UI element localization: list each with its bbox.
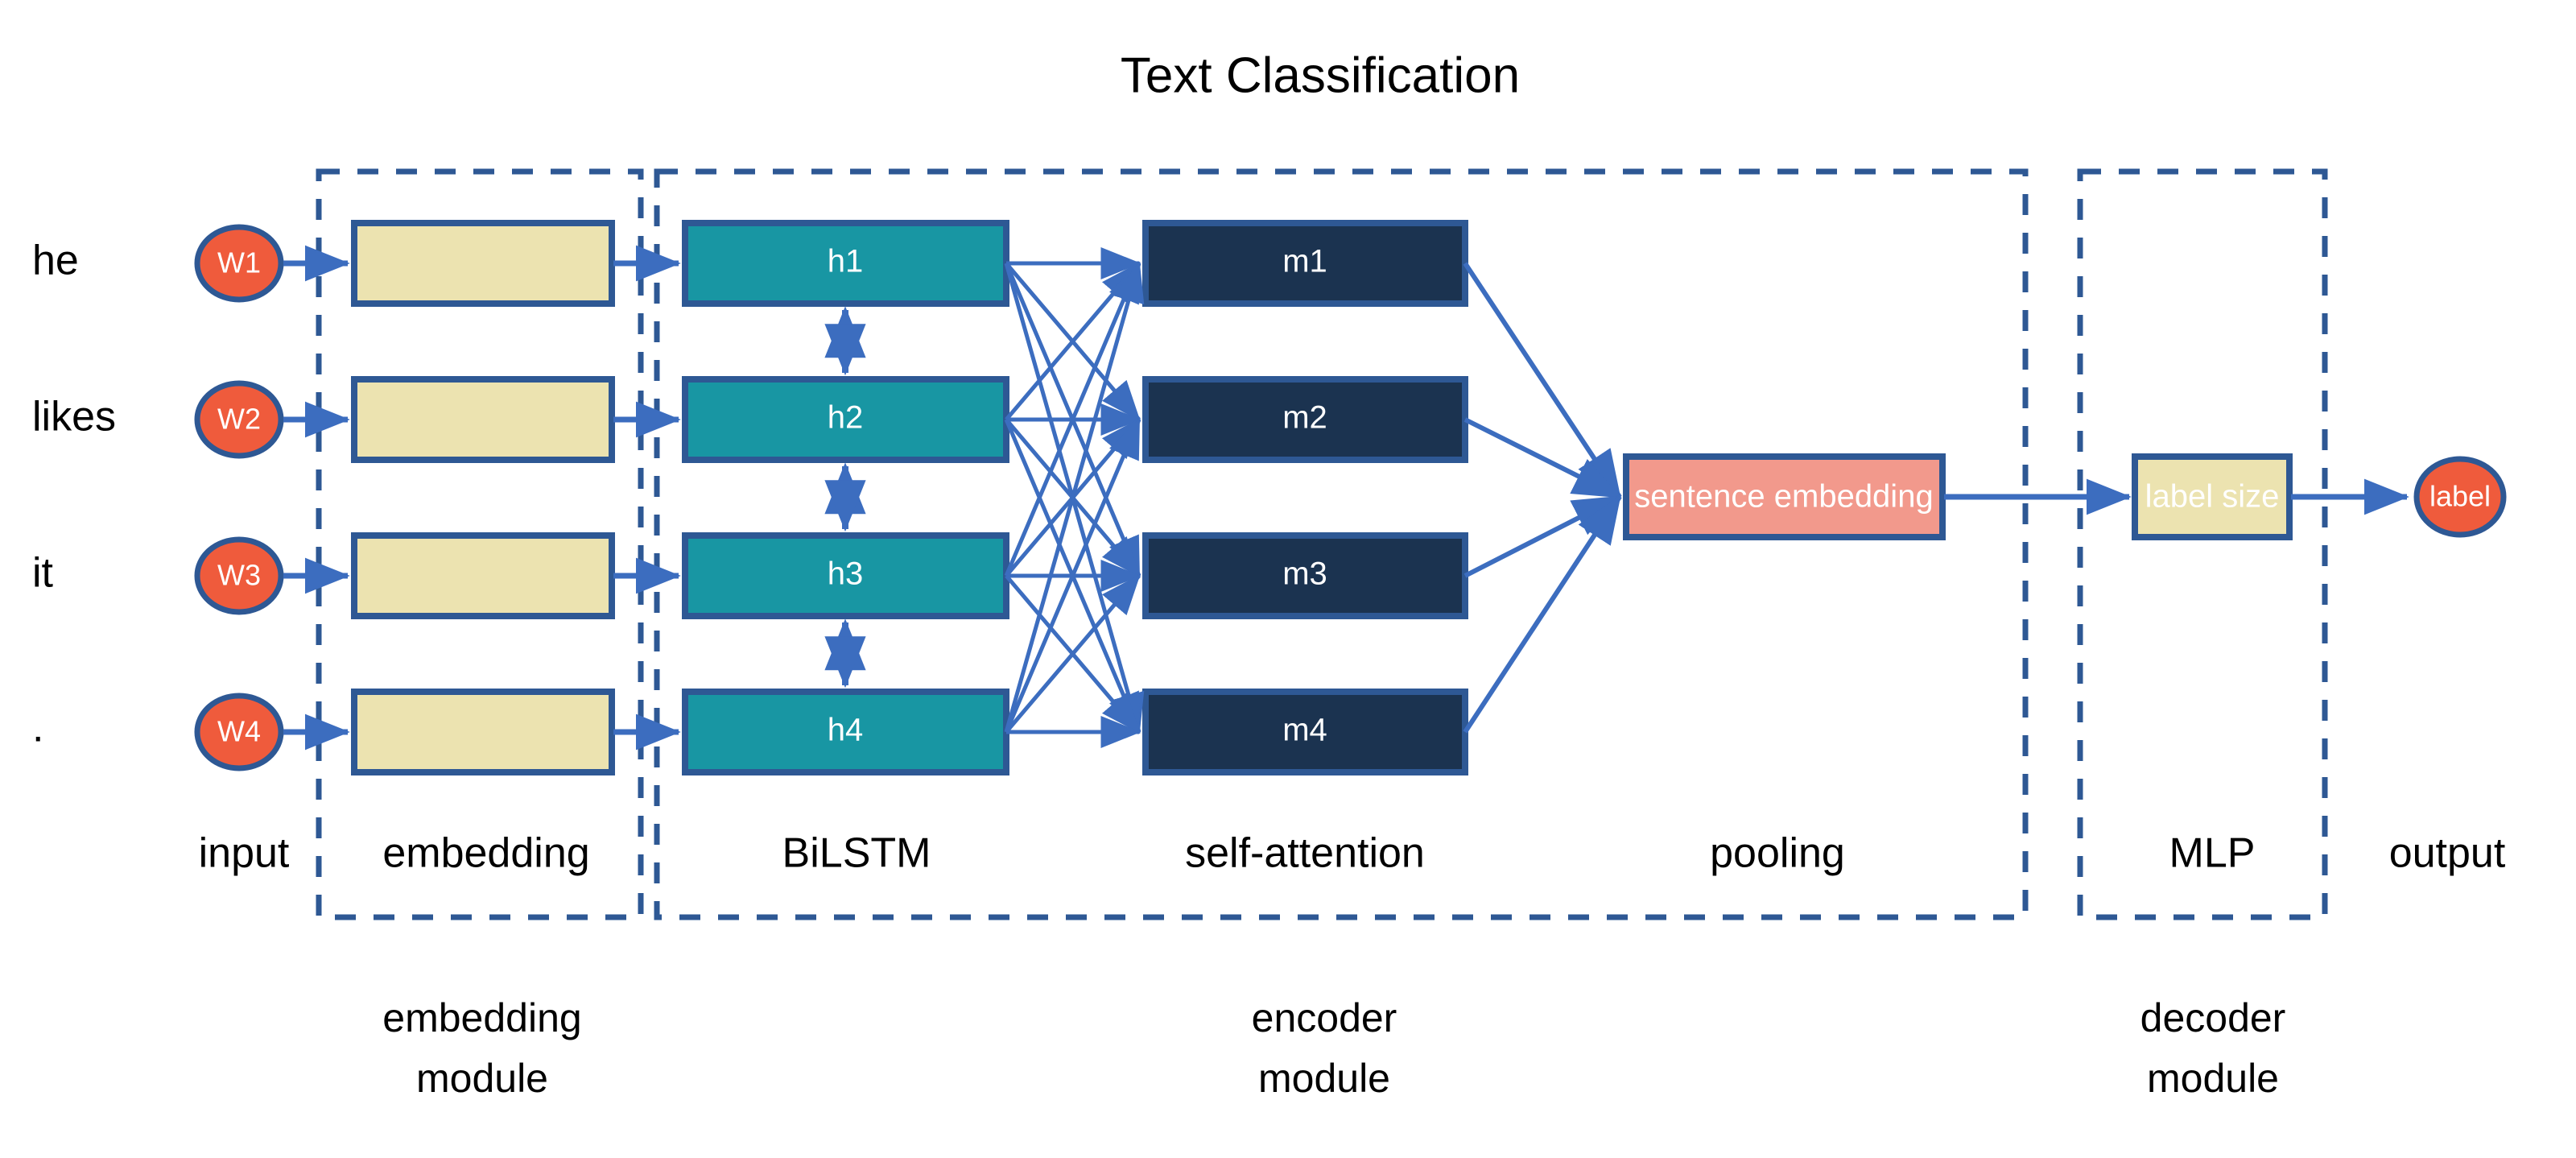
bilstm-box-label-3: h3 (828, 556, 864, 592)
bilstm-box-label-2: h2 (828, 400, 864, 436)
input-token-node-2[interactable] (194, 380, 284, 459)
page-title: Text Classification (1121, 48, 1520, 103)
embedding-box-4[interactable] (351, 689, 615, 775)
input-token-label-3: W3 (217, 559, 261, 592)
attention-box-label-3: m3 (1282, 556, 1327, 592)
stage-label-self-attention: self-attention (1185, 830, 1425, 877)
input-word-4: . (32, 705, 43, 751)
row-4: . W4 h4 m4 (32, 689, 1468, 775)
attn-edge-h4-m3 (1005, 574, 1141, 734)
self-attention-edges (1004, 247, 1145, 748)
row-1: he W1 h1 m1 (32, 220, 1468, 307)
attn-edge-h3-m1 (1004, 261, 1141, 577)
bilstm-box-h3[interactable] (682, 532, 1009, 619)
sentence-embedding-box[interactable] (1623, 453, 1946, 540)
embedding-box-1[interactable] (351, 220, 615, 307)
output-label-text: label (2429, 480, 2491, 513)
output-label-node[interactable] (2413, 456, 2507, 538)
input-token-label-2: W2 (217, 403, 261, 436)
input-word-1: he (32, 238, 79, 284)
attention-box-label-4: m4 (1282, 713, 1327, 748)
stage-label-output: output (2389, 830, 2506, 877)
stage-label-input: input (199, 830, 290, 877)
pool-edge-m4 (1463, 494, 1622, 734)
module-caption-embedding-line1: embedding (382, 995, 581, 1040)
decoder-module-frame (2077, 168, 2328, 920)
bilstm-box-label-4: h4 (828, 713, 864, 748)
input-token-label-4: W4 (217, 715, 261, 748)
bilstm-box-h1[interactable] (682, 220, 1009, 307)
embedding-box-3[interactable] (351, 532, 615, 619)
input-token-label-1: W1 (217, 246, 261, 279)
row-3: it W3 h3 m3 (32, 532, 1468, 619)
input-token-node-1[interactable] (194, 224, 284, 303)
input-word-2: likes (32, 394, 116, 440)
label-size-label: label size (2145, 479, 2280, 515)
stage-label-bilstm: BiLSTM (782, 830, 931, 877)
stage-label-mlp: MLP (2169, 830, 2256, 877)
encoder-module-frame (654, 168, 2029, 920)
stage-label-pooling: pooling (1710, 830, 1845, 877)
input-token-node-3[interactable] (194, 536, 284, 615)
attention-box-m2[interactable] (1142, 376, 1468, 463)
embedding-module-frame (316, 168, 644, 920)
label-size-box[interactable] (2132, 453, 2293, 540)
module-caption-embedding-line2: module (416, 1056, 548, 1101)
attention-box-label-1: m1 (1282, 244, 1327, 279)
row-2: likes W2 h2 m2 (32, 376, 1468, 463)
attn-edge-h4-m1 (1004, 261, 1145, 733)
input-word-3: it (32, 550, 54, 597)
module-caption-encoder-line2: module (1258, 1056, 1390, 1101)
sentence-embedding-label: sentence embedding (1634, 479, 1933, 515)
pooling-edges (1463, 262, 1622, 734)
attention-box-label-2: m2 (1282, 400, 1327, 436)
embedding-box-2[interactable] (351, 376, 615, 463)
stage-label-embedding: embedding (382, 830, 589, 877)
bilstm-box-label-1: h1 (828, 244, 864, 279)
module-caption-encoder-line1: encoder (1252, 995, 1397, 1040)
pool-edge-m2 (1463, 417, 1622, 499)
input-token-node-4[interactable] (194, 693, 284, 771)
attn-edge-h4-m2 (1004, 417, 1141, 733)
module-caption-decoder-line1: decoder (2140, 995, 2286, 1040)
pool-edge-m1 (1463, 262, 1622, 499)
attention-box-m4[interactable] (1142, 689, 1468, 775)
module-caption-decoder-line2: module (2147, 1056, 2279, 1101)
